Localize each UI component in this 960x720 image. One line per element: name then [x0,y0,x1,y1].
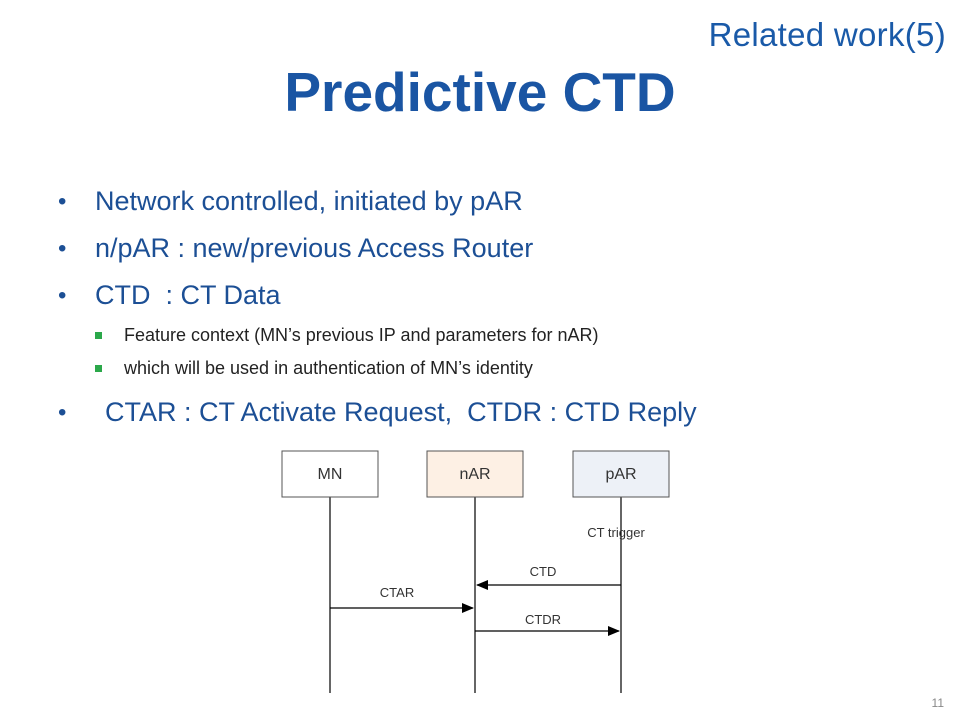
sub-bullet-item: which will be used in authentication of … [58,352,938,385]
bullet-item: • CTAR : CT Activate Request, CTDR : CTD… [58,389,938,436]
ct-trigger-label: CT trigger [587,525,645,540]
bullet-dot-icon: • [58,399,67,426]
mn-node-label: MN [318,466,343,483]
bullet-text: n/pAR : new/previous Access Router [95,233,534,263]
par-node-label: pAR [605,466,636,483]
mn-node-box [281,450,379,498]
bullet-text: CTAR : CT Activate Request, CTDR : CTD R… [105,397,697,427]
ctar-message-label: CTAR [380,585,414,600]
ctdr-message-label: CTDR [525,612,561,627]
bullet-dot-icon: • [58,282,67,309]
bullet-item: • Network controlled, initiated by pAR [58,178,938,225]
bullet-list: • Network controlled, initiated by pAR •… [58,178,938,436]
par-node-box [572,450,670,498]
sub-bullet-text: which will be used in authentication of … [124,358,533,378]
page-number: 11 [931,696,944,710]
sub-bullet-item: Feature context (MN’s previous IP and pa… [58,319,938,352]
nar-node-box [426,450,524,498]
bullet-text: CTD : CT Data [95,280,281,310]
slide-title: Predictive CTD [284,61,676,123]
bullet-item: • CTD : CT Data [58,272,938,319]
sub-bullet-text: Feature context (MN’s previous IP and pa… [124,325,599,345]
bullet-dot-icon: • [58,188,67,215]
square-bullet-icon [95,332,102,339]
nar-node-label: nAR [459,466,490,483]
bullet-dot-icon: • [58,235,67,262]
bullet-text: Network controlled, initiated by pAR [95,186,523,216]
bullet-item: • n/pAR : new/previous Access Router [58,225,938,272]
section-label: Related work(5) [708,16,946,53]
square-bullet-icon [95,365,102,372]
ctd-message-label: CTD [530,564,557,579]
